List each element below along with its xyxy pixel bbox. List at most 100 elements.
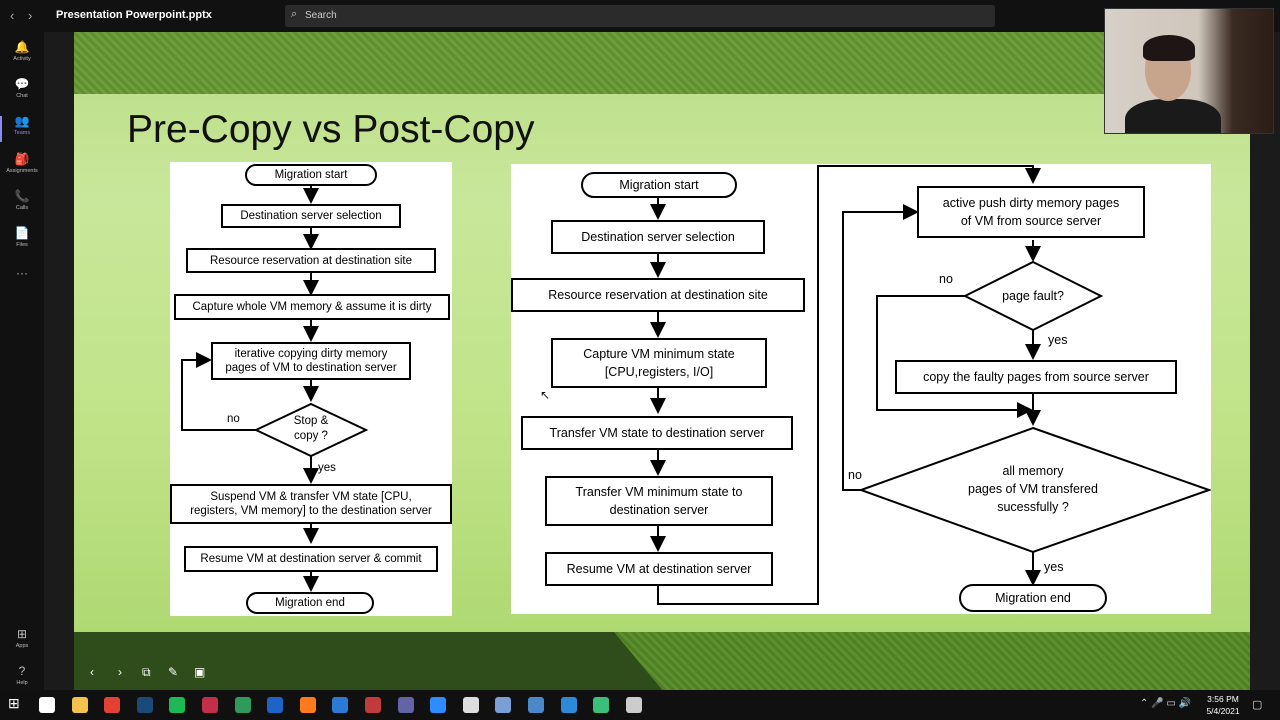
chrome-icon[interactable]	[104, 697, 121, 713]
postcopy-resource-reservation: Resource reservation at destination site	[511, 278, 805, 312]
obs-icon[interactable]	[625, 697, 642, 713]
precopy-capture-memory: Capture whole VM memory & assume it is d…	[174, 294, 450, 320]
box-line: of VM from source server	[960, 214, 1102, 228]
steam-icon[interactable]	[136, 697, 153, 713]
box-line: [CPU,registers, I/O]	[604, 365, 714, 379]
postcopy-active-push: active push dirty memory pages of VM fro…	[917, 186, 1145, 238]
webcam-video[interactable]	[1104, 8, 1274, 134]
system-tray[interactable]: ⌃ 🎤 ▭ 🔊	[1140, 698, 1192, 709]
rail-label: Files	[16, 242, 28, 248]
postcopy-all-transferred-decision: all memory pages of VM transfered sucess…	[943, 462, 1123, 516]
rail-teams[interactable]: 👥 Teams	[0, 114, 44, 148]
rail-help[interactable]: ? Help	[0, 664, 44, 698]
spotify-icon[interactable]	[169, 697, 186, 713]
title-bar: ‹ › Presentation Powerpoint.pptx ⌕ Searc…	[0, 0, 1280, 32]
rail-chat[interactable]: 💬 Chat	[0, 77, 44, 111]
rail-label: Teams	[13, 130, 31, 136]
slide-title: Pre-Copy vs Post-Copy	[127, 108, 535, 151]
presentation-stage: Pre-Copy vs Post-Copy	[44, 32, 1280, 692]
apps-icon: ⊞	[16, 627, 28, 641]
diamond-line: Stop &	[293, 415, 329, 427]
box-line: iterative copying dirty memory	[234, 348, 388, 360]
phone-icon: 📞	[14, 189, 30, 203]
precopy-yes-label: yes	[318, 462, 336, 474]
box-line: active push dirty memory pages	[942, 196, 1120, 210]
bell-icon: 🔔	[14, 40, 30, 54]
terminal-icon[interactable]	[462, 697, 479, 713]
precopy-suspend-transfer: Suspend VM & transfer VM state [CPU, reg…	[170, 484, 452, 524]
precopy-start: Migration start	[245, 164, 377, 186]
diamond-line: pages of VM transfered	[968, 482, 1098, 496]
precopy-flowchart: Migration start Destination server selec…	[170, 162, 452, 616]
box-line: Transfer VM minimum state to	[575, 485, 743, 499]
precopy-destination-selection: Destination server selection	[221, 204, 401, 228]
postcopy-page-fault-decision: page fault?	[1002, 289, 1064, 303]
firefox-icon[interactable]	[299, 697, 316, 713]
task-view-icon[interactable]	[39, 697, 55, 713]
app-rail: 🔔 Activity 💬 Chat 👥 Teams 🎒 Assignments …	[0, 32, 44, 690]
pen-icon[interactable]: ✎	[168, 665, 179, 679]
postcopy-yes-label: yes	[1048, 333, 1068, 347]
notification-icon[interactable]: ▢	[1252, 699, 1263, 711]
rail-files[interactable]: 📄 Files	[0, 226, 44, 260]
rail-more[interactable]: ···	[0, 266, 44, 300]
diamond-line: all memory	[1002, 464, 1064, 478]
postcopy-transfer-state: Transfer VM state to destination server	[521, 416, 793, 450]
presenter-icon[interactable]: ▣	[194, 665, 206, 679]
postcopy-no-label: no	[939, 272, 953, 286]
slide-controls: ‹ › ⧉ ✎ ▣	[84, 662, 224, 686]
copy-icon[interactable]: ⧉	[142, 665, 151, 679]
postcopy-destination-selection: Destination server selection	[551, 220, 765, 254]
precopy-no-label: no	[227, 413, 240, 425]
app-gray-icon[interactable]	[528, 697, 544, 713]
slide-top-band	[74, 32, 1250, 94]
search-icon: ⌕	[291, 8, 298, 20]
back-icon[interactable]: ‹	[10, 8, 15, 23]
rail-apps[interactable]: ⊞ Apps	[0, 627, 44, 661]
vscode-icon[interactable]	[560, 697, 577, 713]
postcopy-yes-label: yes	[1044, 560, 1064, 574]
app-blue-icon[interactable]	[332, 697, 349, 713]
rail-activity[interactable]: 🔔 Activity	[0, 40, 44, 74]
vivaldi-icon[interactable]	[202, 697, 218, 713]
slide: Pre-Copy vs Post-Copy	[74, 32, 1250, 692]
rail-label: Calls	[15, 205, 29, 211]
app-red-icon[interactable]	[365, 697, 381, 713]
postcopy-arrows	[650, 165, 1211, 605]
precopy-arrows	[181, 184, 369, 592]
box-line: registers, VM memory] to the destination…	[190, 505, 432, 517]
live-icon[interactable]	[267, 697, 284, 713]
search-input[interactable]: ⌕ Search	[285, 5, 995, 27]
rail-calls[interactable]: 📞 Calls	[0, 189, 44, 223]
file-icon: 📄	[14, 226, 30, 240]
postcopy-capture-min-state: Capture VM minimum state [CPU,registers,…	[551, 338, 767, 388]
chat-icon: 💬	[14, 77, 30, 91]
search-placeholder: Search	[305, 10, 337, 21]
file-explorer-icon[interactable]	[71, 697, 88, 713]
windows-start-icon[interactable]: ⊞	[8, 695, 20, 711]
diamond-line: copy ?	[294, 430, 328, 442]
zoom-icon[interactable]	[430, 697, 447, 713]
box-line: destination server	[609, 503, 709, 517]
postcopy-copy-faulty: copy the faulty pages from source server	[895, 360, 1177, 394]
network-icon[interactable]	[495, 697, 512, 713]
postcopy-flowchart: Migration start Destination server selec…	[511, 164, 1211, 614]
teams-app-icon[interactable]	[397, 697, 414, 713]
rail-label: Activity	[13, 56, 31, 62]
rail-label: Help	[16, 680, 28, 686]
forward-icon[interactable]: ›	[28, 8, 33, 23]
clock[interactable]: 3:56 PM 5/4/2021	[1200, 693, 1246, 717]
assignments-icon: 🎒	[14, 152, 30, 166]
previous-slide-icon[interactable]: ‹	[90, 665, 94, 679]
diamond-line: sucessfully ?	[997, 500, 1069, 514]
book-icon[interactable]	[234, 697, 251, 713]
chat-app-icon[interactable]	[593, 697, 610, 713]
postcopy-start: Migration start	[581, 172, 737, 198]
next-slide-icon[interactable]: ›	[118, 665, 122, 679]
box-line: Suspend VM & transfer VM state [CPU,	[210, 491, 412, 503]
rail-assignments[interactable]: 🎒 Assignments	[0, 152, 44, 186]
precopy-resource-reservation: Resource reservation at destination site	[186, 248, 436, 273]
precopy-end: Migration end	[246, 592, 374, 614]
rail-label: Apps	[15, 643, 29, 649]
